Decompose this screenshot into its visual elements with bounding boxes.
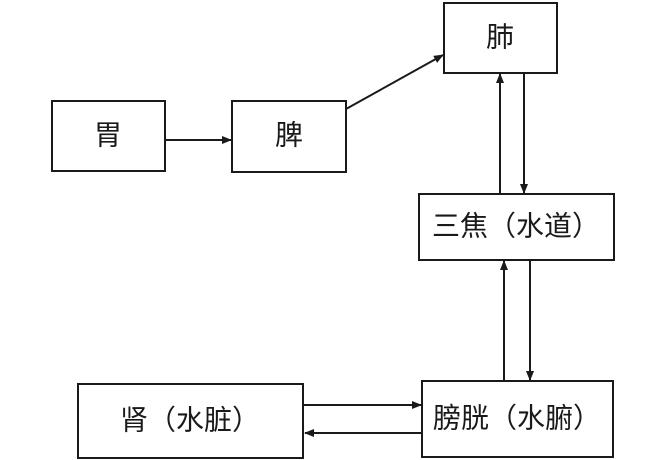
- node-stomach-label: 胃: [94, 119, 122, 152]
- node-kidney: 肾（水脏）: [77, 383, 304, 459]
- edge-spleen-to-lung: [345, 54, 444, 110]
- node-sanjiao-label: 三焦（水道）: [432, 210, 600, 243]
- node-spleen-label: 脾: [275, 119, 303, 152]
- node-spleen: 脾: [231, 100, 347, 173]
- node-bladder: 膀胱（水腑）: [421, 380, 614, 458]
- node-sanjiao: 三焦（水道）: [418, 193, 615, 261]
- node-bladder-label: 膀胱（水腑）: [433, 402, 601, 435]
- node-lung-label: 肺: [486, 21, 514, 54]
- node-kidney-label: 肾（水脏）: [120, 404, 260, 437]
- node-lung: 肺: [443, 2, 558, 74]
- node-stomach: 胃: [51, 100, 166, 172]
